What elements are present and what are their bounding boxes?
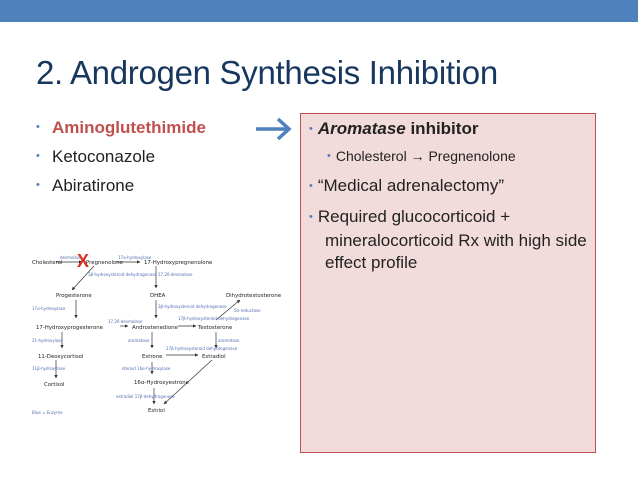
enzyme-label: 17β-hydroxysteroid dehydrogenase	[166, 346, 238, 351]
enzyme-label: estradiol 17β-dehydrogenase	[116, 394, 175, 399]
diagram-legend: Blue = Enzyme	[32, 410, 63, 415]
node-17-hydroxyprogesterone: 17-Hydroxyprogesterone	[36, 325, 104, 331]
replacement-text: Required glucocorticoid + mineralocortic…	[317, 207, 587, 272]
bullet-icon: •	[309, 180, 313, 192]
blocked-step-x-mark: X	[77, 251, 90, 271]
node-17-hydroxypregnenolone: 17-Hydroxypregnenolone	[144, 260, 213, 266]
enzyme-label: aromatase	[128, 338, 150, 343]
enzyme-label: 17α-hydroxylase	[32, 306, 66, 311]
bullet-icon: •	[36, 121, 40, 133]
enzyme-label: 5α-reductase	[234, 308, 261, 313]
drug-name: Aminoglutethimide	[52, 118, 206, 137]
top-accent-bar	[0, 0, 638, 22]
node-dhea: DHEA	[150, 293, 166, 299]
info-line-aromatase: • Aromatase inhibitor	[309, 119, 478, 139]
steroid-synthesis-diagram: Cholesterol Pregnenolone 17-Hydroxypregn…	[32, 255, 282, 415]
adrenalectomy-text: “Medical adrenalectomy”	[317, 176, 504, 195]
bullet-icon: •	[327, 150, 331, 162]
node-estradiol: Estradiol	[202, 354, 226, 360]
right-arrow-icon	[256, 117, 292, 141]
conversion-text: Cholesterol → Pregnenolone	[335, 148, 516, 164]
aromatase-term: Aromatase	[317, 119, 406, 138]
node-pregnenolone: Pregnenolone	[86, 260, 124, 266]
info-line-conversion: • Cholesterol → Pregnenolone	[327, 148, 516, 164]
enzyme-label: 21-hydroxylase	[32, 338, 63, 343]
node-cortisol: Cortisol	[44, 382, 65, 388]
bullet-icon: •	[309, 211, 313, 223]
node-androstenedione: Androstenedione	[132, 325, 179, 331]
enzyme-label: 17β-hydroxysteroid dehydrogenase	[178, 316, 250, 321]
node-11-deoxycortisol: 11-Deoxycortisol	[38, 354, 83, 360]
enzyme-label: 17,20-desmolase	[108, 319, 143, 324]
bullet-icon: •	[309, 123, 313, 135]
enzyme-label: 11β-hydroxylase	[32, 366, 66, 371]
node-estriol: Estriol	[148, 408, 165, 414]
enzyme-label: aromatase	[218, 338, 240, 343]
bullet-icon: •	[36, 179, 40, 191]
enzyme-label: 3β-hydroxysteroid dehydrogenase	[88, 272, 157, 277]
slide-title: 2. Androgen Synthesis Inhibition	[36, 54, 498, 91]
node-testosterone: Testosterone	[197, 325, 233, 331]
enzyme-label: 17α-hydroxylase	[118, 255, 152, 260]
drug-name: Ketoconazole	[52, 147, 156, 166]
drug-name: Abiratirone	[52, 176, 135, 195]
enzyme-label: 3β-hydroxysteroid dehydrogenase	[158, 304, 227, 309]
inhibitor-term: inhibitor	[405, 119, 479, 138]
info-line-adrenalectomy: • “Medical adrenalectomy”	[309, 176, 504, 196]
aromatase-info-box: • Aromatase inhibitor • Cholesterol → Preg…	[300, 113, 596, 453]
enzyme-label: steroid 16α-hydroxylase	[122, 366, 171, 371]
info-line-replacement: • Required glucocorticoid + mineralocorti…	[309, 206, 589, 274]
node-cholesterol: Cholesterol	[32, 260, 62, 266]
node-estrone: Estrone	[142, 354, 163, 360]
bullet-icon: •	[36, 150, 40, 162]
node-16-hydroxyestrone: 16α-Hydroxyestrone	[134, 380, 190, 386]
enzyme-label: desmolase	[60, 255, 82, 260]
node-dht: Dihydrotestosterone	[226, 293, 282, 299]
enzyme-label: 17,20-desmolase	[158, 272, 193, 277]
node-progesterone: Progesterone	[56, 293, 92, 299]
